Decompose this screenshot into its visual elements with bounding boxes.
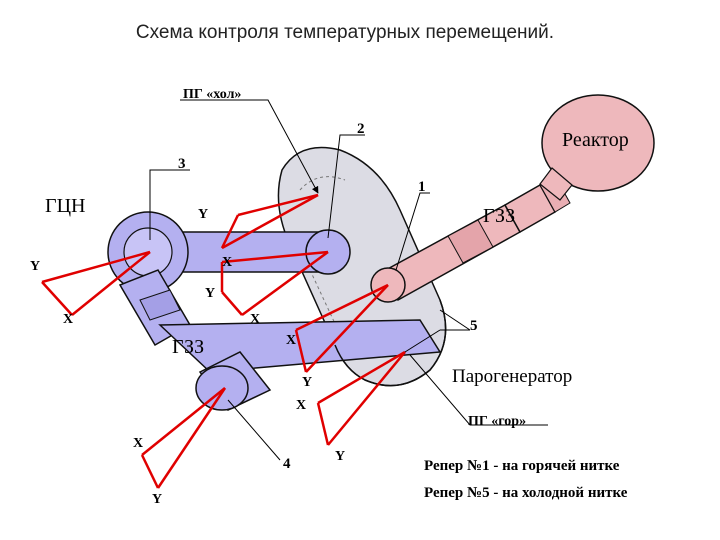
label-number-4: 4 xyxy=(283,456,291,472)
label-number-3: 3 xyxy=(178,156,186,172)
legend-reper-1: Репер №1 - на горячей нитке xyxy=(424,458,620,474)
legend-reper-5: Репер №5 - на холодной нитке xyxy=(424,485,628,501)
axis-y-label: Y xyxy=(302,375,312,390)
label-steam-generator: Парогенератор xyxy=(452,366,572,387)
label-gcn: ГЦН xyxy=(45,195,85,217)
axis-x-label: X xyxy=(222,255,232,270)
axis-y-label: Y xyxy=(152,492,162,507)
axis-y-label: Y xyxy=(335,449,345,464)
leader-lines xyxy=(149,99,548,461)
axis-x-label: X xyxy=(63,312,73,327)
label-gzz-top: ГЗЗ xyxy=(483,205,515,227)
reper-triangle-5 xyxy=(294,283,389,373)
axis-x-label: X xyxy=(296,398,306,413)
label-number-5: 5 xyxy=(470,318,478,334)
axis-y-label: Y xyxy=(205,286,215,301)
label-reactor: Реактор xyxy=(562,129,629,151)
label-number-1: 1 xyxy=(418,179,426,195)
axis-y-label: Y xyxy=(198,207,208,222)
reper-triangle-1 xyxy=(220,193,319,250)
label-pg-hol: ПГ «хол» xyxy=(183,87,241,102)
reper-triangle-steam-gen xyxy=(316,350,406,446)
label-pg-gor: ПГ «гор» xyxy=(468,414,526,429)
reactor-vessel xyxy=(539,94,655,201)
axis-y-label: Y xyxy=(30,259,40,274)
reper-triangle-3 xyxy=(41,250,151,316)
axis-x-label: X xyxy=(133,436,143,451)
reper-triangle-2 xyxy=(220,250,329,317)
label-number-2: 2 xyxy=(357,121,365,137)
diagram-title: Схема контроля температурных перемещений… xyxy=(135,22,555,43)
axis-x-label: X xyxy=(286,333,296,348)
label-gzz-left: ГЗЗ xyxy=(172,336,204,358)
reper-triangle-4 xyxy=(140,387,227,489)
axis-x-label: X xyxy=(250,312,260,327)
hot-leg-pipe xyxy=(380,175,571,302)
